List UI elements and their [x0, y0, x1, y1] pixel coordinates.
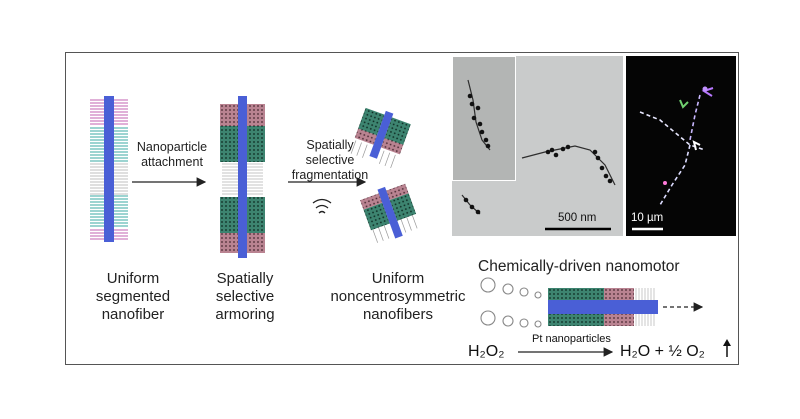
gas-up-arrow-icon	[723, 339, 731, 357]
uniform-label-line2: segmented	[95, 288, 171, 305]
reaction-equation: H₂O₂ Pt nanoparticles H₂O + ½ O₂	[468, 333, 738, 365]
products-label-line2: noncentrosymmetric	[330, 288, 466, 305]
step1-label: Nanoparticle attachment	[124, 140, 220, 170]
step1-label-line2: attachment	[141, 155, 203, 169]
armoring-label-line2: selective	[215, 288, 275, 305]
armoring-label-line1: Spatially	[216, 270, 274, 287]
products-label-line3: nanofibers	[362, 306, 434, 323]
step2-label: Spatially selective fragmentation	[282, 138, 378, 183]
products-label-line1: Uniform	[371, 270, 425, 287]
step1-label-line1: Nanoparticle	[136, 140, 208, 154]
armored-nanofiber	[220, 96, 265, 258]
oxygen-bubbles-icon	[480, 277, 542, 328]
uniform-label: Uniform segmented nanofiber	[78, 270, 188, 324]
fragment-top	[350, 107, 411, 169]
fragment-bottom	[360, 183, 418, 243]
products-label: Uniform noncentrosymmetric nanofibers	[318, 270, 478, 324]
products-formula: H₂O + ½ O₂	[620, 343, 705, 360]
nanomotor-fiber	[548, 288, 658, 326]
sonication-waves-icon	[312, 198, 332, 214]
armoring-label: Spatially selective armoring	[190, 270, 300, 324]
armoring-label-line3: armoring	[215, 306, 275, 323]
fluor-arrow-markers	[663, 86, 714, 185]
step2-label-line1: Spatially	[306, 138, 354, 152]
tem-nanoparticles	[463, 93, 613, 215]
tem-scale-label: 500 nm	[558, 212, 597, 224]
step2-label-line2: selective	[305, 153, 355, 167]
fluorescence-micrograph	[626, 56, 736, 236]
reactant: H₂O₂	[468, 343, 505, 360]
tem-inset	[452, 56, 516, 181]
catalyst-label: Pt nanoparticles	[532, 333, 611, 345]
uniform-label-line1: Uniform	[106, 270, 160, 287]
tem-fibers	[461, 79, 616, 215]
uniform-label-line3: nanofiber	[101, 306, 165, 323]
step2-label-line3: fragmentation	[291, 168, 369, 182]
segmented-nanofiber	[90, 96, 128, 242]
nanomotor-title: Chemically-driven nanomotor	[478, 258, 680, 275]
crystalline-core	[104, 96, 114, 242]
fluor-fibers	[639, 94, 706, 206]
fluor-scale-label: 10 µm	[631, 212, 664, 224]
